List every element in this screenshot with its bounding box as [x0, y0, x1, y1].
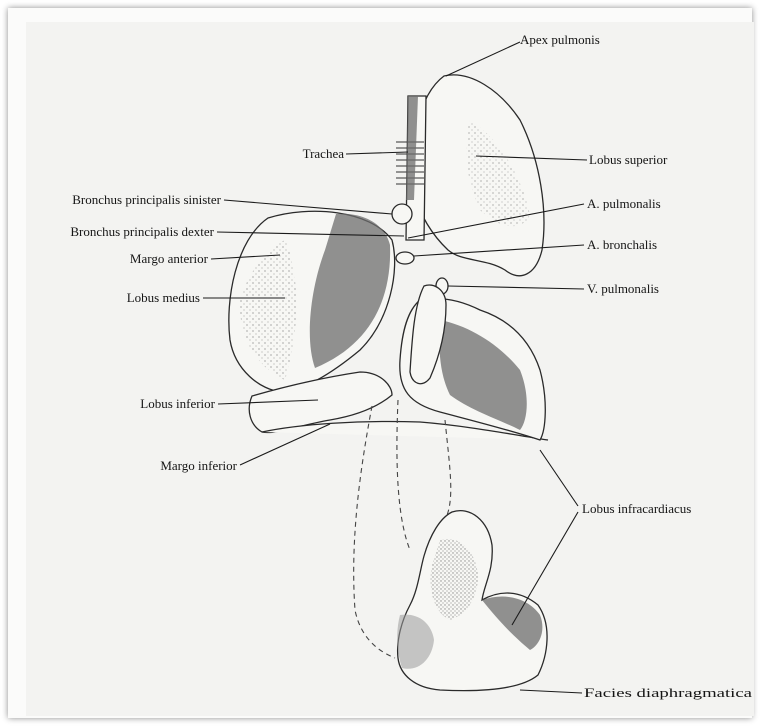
label-lobus-inferior: Lobus inferior	[140, 396, 215, 411]
label-lobus-infracardiacus: Lobus infracardiacus	[582, 501, 691, 516]
a-bronchalis-ring	[396, 252, 414, 264]
leader-facies	[520, 690, 582, 693]
leader-infracardiacus-1	[540, 450, 578, 506]
bronchus-sinister-circle	[392, 204, 412, 224]
leader-infracardiacus-2	[512, 512, 578, 625]
label-bronchus-sinister: Bronchus principalis sinister	[72, 192, 221, 207]
label-v-pulmonalis: V. pulmonalis	[587, 281, 659, 296]
label-margo-inferior: Margo inferior	[160, 458, 237, 473]
label-a-pulmonalis: A. pulmonalis	[587, 196, 661, 211]
label-margo-anterior: Margo anterior	[130, 251, 209, 266]
leader-apex	[446, 42, 520, 76]
leader-v-pulmonalis	[448, 286, 584, 289]
label-lobus-medius: Lobus medius	[127, 290, 200, 305]
dashed-outline-left	[354, 406, 395, 658]
label-apex-pulmonis: Apex pulmonis	[520, 32, 600, 47]
label-trachea: Trachea	[303, 146, 345, 161]
label-lobus-superior: Lobus superior	[589, 152, 668, 167]
label-facies-diaphragmatica: Facies diaphragmatica	[584, 685, 752, 700]
label-a-bronchalis: A. bronchalis	[587, 237, 657, 252]
label-bronchus-dexter: Bronchus principalis dexter	[70, 224, 214, 239]
